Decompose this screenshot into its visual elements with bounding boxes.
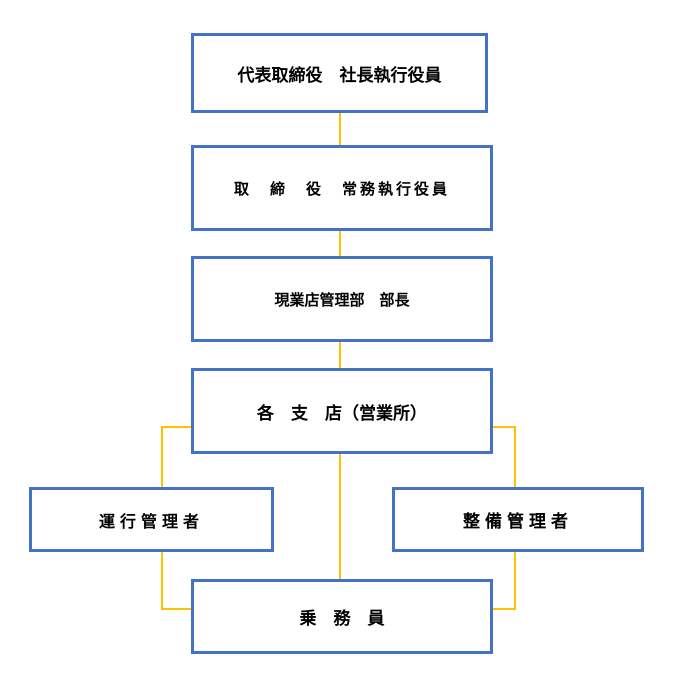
node-president: 代表取締役 社長執行役員 xyxy=(191,33,488,113)
node-store-manager-label: 現業店管理部 部長 xyxy=(274,290,410,309)
connector-branch-maintenance xyxy=(493,426,516,487)
node-director: 取 締 役 常務執行役員 xyxy=(191,145,493,231)
node-crew: 乗 務 員 xyxy=(191,579,493,654)
node-director-label: 取 締 役 常務執行役員 xyxy=(233,179,450,198)
node-maintenance-manager-label: 整備管理者 xyxy=(463,512,573,532)
connector-branch-operation xyxy=(161,426,191,487)
node-president-label: 代表取締役 社長執行役員 xyxy=(237,65,442,86)
node-crew-label: 乗 務 員 xyxy=(299,609,385,629)
node-operation-manager: 運行管理者 xyxy=(29,487,274,552)
connector-maintenance-crew xyxy=(493,552,516,610)
node-operation-manager-label: 運行管理者 xyxy=(98,511,204,531)
node-branch: 各 支 店（営業所） xyxy=(191,368,493,454)
connector-operation-crew xyxy=(161,552,191,610)
node-maintenance-manager: 整備管理者 xyxy=(392,487,644,552)
node-branch-label: 各 支 店（営業所） xyxy=(257,403,427,424)
node-store-manager: 現業店管理部 部長 xyxy=(191,256,493,342)
